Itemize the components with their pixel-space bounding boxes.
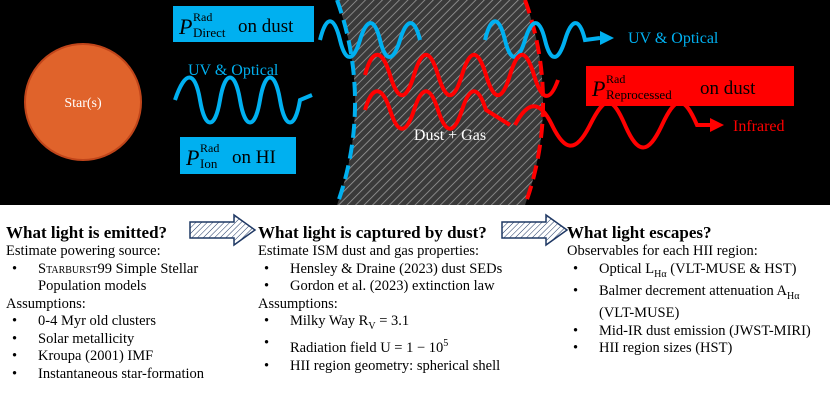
box-ion — [180, 137, 296, 174]
box-direct-sub: Direct — [193, 25, 226, 40]
list-item: Gordon et al. (2023) extinction law — [258, 278, 548, 296]
schematic-panel: Star(s) UV & Optical UV & Optical Infrar… — [0, 0, 830, 205]
uv-wave-top-right — [483, 19, 601, 59]
red-wave-2 — [363, 89, 512, 131]
sizes-bullet: HII region sizes (HST) — [567, 340, 827, 358]
flow-arrow-1 — [189, 213, 257, 247]
red-wave-1 — [363, 53, 560, 98]
dust-shell — [337, 0, 544, 205]
dust-gas-label: Dust + Gas — [414, 127, 486, 144]
uv-wave-left — [173, 75, 313, 125]
heading-escapes: What light escapes? — [567, 223, 712, 242]
list-item: Instantaneous star-formation — [6, 366, 251, 384]
list-item: Hensley & Draine (2023) dust SEDs — [258, 261, 548, 279]
milky-way-bullet: Milky Way RV = 3.1 — [258, 313, 548, 335]
box-direct-suffix: on dust — [238, 16, 294, 37]
column-captured: What light is captured by dust? Estimate… — [258, 222, 548, 375]
uv-arrowhead — [600, 31, 614, 45]
svg-text:P Rad Direct on du: P Rad Direct on dust — [178, 8, 294, 41]
box-ion-suffix: on HI — [232, 147, 276, 168]
uv-wave-top-left — [318, 19, 422, 59]
flow-arrow-2 — [501, 213, 569, 247]
box-reprocessed-suffix: on dust — [700, 78, 756, 99]
balmer-bullet: Balmer decrement attenuation AHα(VLT-MUS… — [567, 283, 827, 323]
ism-line: Estimate ISM dust and gas properties: — [258, 243, 480, 259]
ir-arrowhead — [710, 118, 724, 132]
list-item: Solar metallicity — [6, 331, 251, 349]
geometry-bullet: HII region geometry: spherical shell — [258, 358, 548, 376]
svg-text:P Rad Reprocessed: P Rad Reprocessed on dust — [591, 70, 756, 103]
column-escapes: What light escapes? Observables for each… — [567, 222, 827, 358]
infrared-label: Infrared — [733, 118, 785, 135]
box-direct-sup: Rad — [193, 10, 212, 24]
blue-shell-boundary — [335, 0, 357, 205]
star — [24, 43, 142, 161]
midir-bullet: Mid-IR dust emission (JWST-MIRI) — [567, 323, 827, 341]
heading-captured: What light is captured by dust? — [258, 223, 487, 242]
box-reprocessed-sup: Rad — [606, 72, 625, 86]
assumptions-label-2: Assumptions: — [258, 295, 338, 312]
uv-optical-left-label: UV & Optical — [188, 62, 279, 79]
box-ion-sup: Rad — [200, 141, 219, 155]
radiation-bullet: Radiation field U = 1 − 105 — [258, 335, 548, 357]
powering-source-line: Estimate powering source: — [6, 243, 161, 259]
heading-emitted: What light is emitted? — [6, 223, 168, 242]
uv-optical-right-label: UV & Optical — [628, 30, 719, 47]
assumptions-label-1: Assumptions: — [6, 295, 86, 312]
star-label: Star(s) — [64, 96, 102, 111]
observables-line: Observables for each HII region: — [567, 243, 758, 259]
svg-text:P Rad Ion on HI: P Rad Ion on HI — [185, 139, 276, 172]
box-reprocessed-sub: Reprocessed — [606, 87, 672, 102]
box-reprocessed — [586, 66, 794, 106]
list-item: 0-4 Myr old clusters — [6, 313, 251, 331]
box-direct — [173, 6, 314, 42]
box-ion-sub: Ion — [200, 156, 218, 171]
starburst-bullet: Starburst99 Simple Stellar Population mo… — [6, 261, 251, 296]
optical-bullet: Optical LHα (VLT-MUSE & HST) — [567, 261, 827, 283]
column-emitted: What light is emitted? Estimate powering… — [6, 222, 251, 383]
list-item: Kroupa (2001) IMF — [6, 348, 251, 366]
